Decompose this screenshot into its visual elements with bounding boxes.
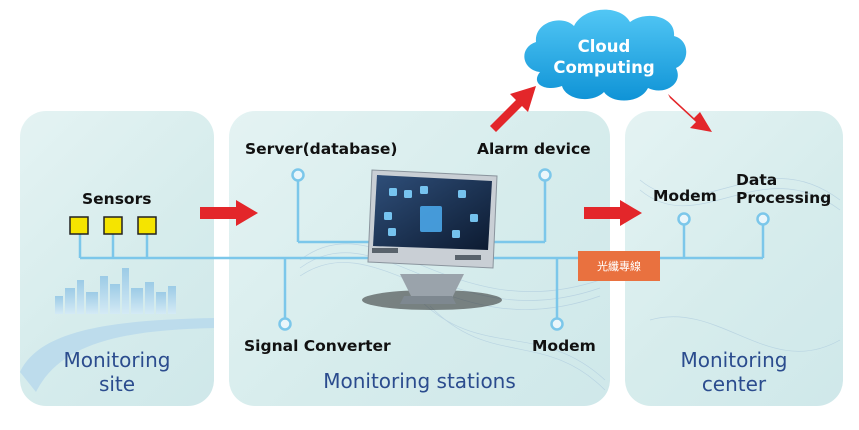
cloud-shape: [524, 9, 687, 101]
monitoring-site-title: Monitoring site: [20, 348, 214, 396]
data-processing-line2: Processing: [736, 188, 832, 207]
data-processing-line1: Data: [736, 171, 778, 189]
sensors-label: Sensors: [82, 190, 152, 208]
fiber-line-tag: 光纖專線: [578, 251, 660, 281]
cloud-label-line2: Computing: [553, 57, 655, 77]
monitoring-stations-title: Monitoring stations: [323, 369, 516, 393]
server-monitor-graphic: [362, 169, 502, 310]
flow-arrows: [200, 86, 712, 226]
decorative-waves: [299, 178, 841, 391]
monitoring-center-title: Monitoring center: [625, 348, 843, 396]
site-title-line2: site: [98, 372, 136, 396]
cloud-label-line1: Cloud: [577, 37, 631, 56]
center-title-line1: Monitoring: [680, 348, 788, 372]
server-database-label: Server(database): [245, 140, 398, 158]
sensor-boxes: [69, 216, 157, 235]
city-skyline-graphic: [55, 268, 176, 314]
alarm-device-label: Alarm device: [477, 140, 591, 158]
site-title-line1: Monitoring: [63, 348, 171, 372]
cloud-computing-label: Cloud Computing: [540, 37, 668, 78]
signal-converter-label: Signal Converter: [244, 337, 391, 355]
center-modem-label: Modem: [653, 187, 717, 205]
center-title-line2: center: [701, 372, 767, 396]
connection-nodes: [278, 168, 770, 331]
arrow-sensors-to-stations: [200, 200, 258, 226]
arrow-stations-to-cloud: [490, 86, 536, 132]
station-modem-label: Modem: [532, 337, 596, 355]
road-swoosh: [20, 318, 214, 392]
arrow-stations-to-center: [584, 200, 642, 226]
arrow-cloud-to-center: [668, 94, 712, 132]
data-processing-label: Data Processing: [736, 171, 832, 208]
